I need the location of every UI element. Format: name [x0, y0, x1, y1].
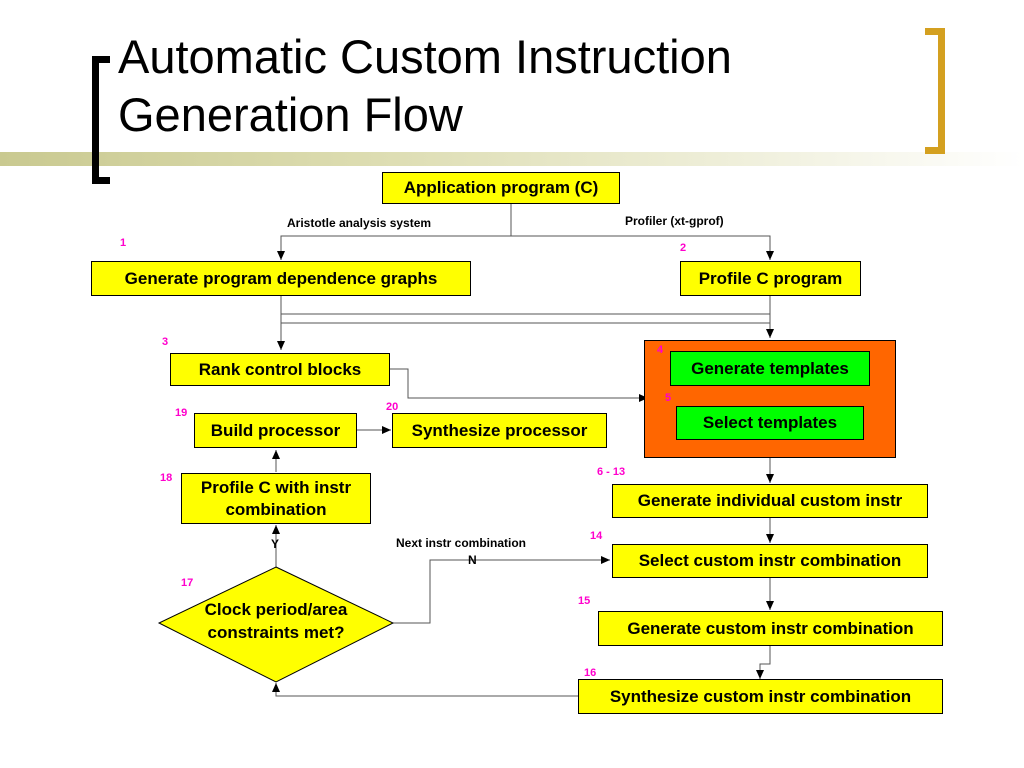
left-bracket-decoration — [92, 56, 110, 184]
step-number-2: 2 — [680, 242, 687, 254]
yes-edge-label: Y — [271, 537, 280, 551]
build-processor-label: Build processor — [210, 420, 341, 440]
rank-control-blocks-label: Rank control blocks — [198, 359, 362, 379]
right-bracket-decoration — [925, 28, 945, 154]
step-number-19: 19 — [175, 407, 188, 419]
decision-text: Clock period/area constraints met? — [170, 598, 382, 644]
select-instr-combination-label: Select custom instr combination — [638, 551, 902, 570]
step-number-1: 1 — [120, 237, 127, 249]
build-processor-box: Build processor — [194, 413, 357, 448]
edge-rank-to-templates — [390, 368, 648, 402]
select-templates-label: Select templates — [702, 413, 838, 432]
step-number-3: 3 — [162, 336, 169, 348]
step-number-20: 20 — [386, 401, 399, 413]
slide-title-line-1: Automatic Custom Instruction — [118, 30, 732, 83]
slide-title: Automatic Custom Instruction Generation … — [118, 28, 918, 144]
decision-diamond — [157, 566, 395, 683]
step-number-4: 4 — [657, 344, 664, 356]
step-number-18: 18 — [160, 472, 173, 484]
generate-instr-combination-label: Generate custom instr combination — [627, 618, 914, 638]
step-number-14: 14 — [590, 530, 603, 542]
step-number-17: 17 — [181, 577, 194, 589]
next-combination-edge-label: Next instr combination — [396, 536, 527, 550]
synthesize-processor-label: Synthesize processor — [411, 420, 588, 440]
edge-generate-to-synth — [756, 646, 771, 679]
synthesize-instr-combination-label: Synthesize custom instr combination — [609, 686, 912, 706]
title-accent-line — [0, 152, 1024, 166]
generate-pdg-box: Generate program dependence graphs — [91, 261, 471, 296]
edge-split-to-pdg — [277, 235, 511, 260]
select-instr-combination-box: Select custom instr combination — [612, 544, 928, 578]
application-program-box: Application program (C) — [382, 172, 620, 204]
generate-instr-combination-box: Generate custom instr combination — [598, 611, 943, 646]
profile-c-program-box: Profile C program — [680, 261, 861, 296]
generate-individual-instr-box: Generate individual custom instr — [612, 484, 928, 518]
select-templates-box: Select templates — [676, 406, 864, 440]
decision-text-line-2: constraints met? — [207, 623, 345, 642]
step-number-16: 16 — [584, 667, 597, 679]
application-program-label: Application program (C) — [403, 178, 599, 197]
profile-c-instr-label-line-2: combination — [225, 499, 327, 519]
step-number-15: 15 — [578, 595, 591, 607]
decision-text-line-1: Clock period/area — [204, 600, 348, 619]
generate-templates-label: Generate templates — [691, 358, 849, 378]
profile-c-instr-label-line-1: Profile C with instr — [200, 477, 352, 497]
profile-c-program-label: Profile C program — [698, 268, 843, 288]
step-number-5: 5 — [665, 392, 672, 404]
synthesize-instr-combination-box: Synthesize custom instr combination — [578, 679, 943, 714]
edge-decision-no — [393, 556, 610, 624]
generate-pdg-label: Generate program dependence graphs — [124, 268, 438, 288]
slide-title-line-2: Generation Flow — [118, 88, 463, 141]
generate-individual-instr-label: Generate individual custom instr — [637, 491, 903, 510]
edge-synth-to-decision — [272, 683, 578, 697]
generate-templates-box: Generate templates — [670, 351, 870, 386]
aristotle-edge-label: Aristotle analysis system — [287, 216, 432, 230]
profiler-edge-label: Profiler (xt-gprof) — [625, 214, 724, 228]
step-number-6-13: 6 - 13 — [597, 466, 626, 478]
synthesize-processor-box: Synthesize processor — [392, 413, 607, 448]
edge-split-to-profile — [511, 235, 774, 260]
profile-c-instr-box: Profile C with instr combination — [181, 473, 371, 524]
rank-control-blocks-box: Rank control blocks — [170, 353, 390, 386]
no-edge-label: N — [468, 553, 477, 567]
